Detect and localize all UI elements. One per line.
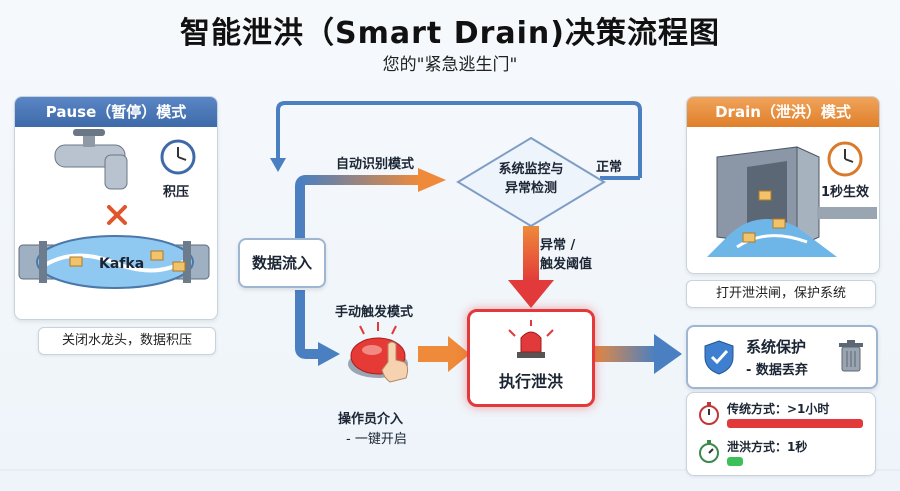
stopwatch-icon [699, 402, 719, 425]
manual-mode-label: 手动触发模式 [335, 305, 414, 320]
anomaly-label: 异常 / 触发阈值 [540, 238, 593, 272]
drain-mode-panel: Drain（泄洪）模式 1秒生效 [686, 96, 880, 274]
one-key-label: - 一键开启 [346, 432, 407, 447]
floodgate-illustration [707, 141, 877, 257]
diagram-title: 智能泄洪（Smart Drain)决策流程图 [180, 16, 720, 51]
anomaly-arrowhead [508, 280, 554, 308]
clock-icon [827, 141, 863, 177]
execute-drain-label: 执行泄洪 [498, 372, 563, 391]
clock-icon [160, 139, 196, 175]
drain-mode-header: Drain（泄洪）模式 [687, 97, 879, 127]
faucet-pipe-illustration [18, 129, 210, 289]
manual-execute-arrowhead [448, 336, 470, 372]
auto-mode-label: 自动识别模式 [336, 157, 415, 172]
floodgate-icon [707, 146, 877, 257]
compare-box: 传统方式：>1小时 泄洪方式：1秒 [686, 392, 876, 476]
manual-arrowhead [318, 342, 340, 366]
red-button-icon [348, 322, 409, 383]
faucet-icon [54, 129, 128, 190]
normal-label: 正常 [596, 160, 623, 175]
protect-line [590, 346, 656, 362]
protect-title: 系统保护 [746, 338, 807, 356]
drain-bar [727, 457, 743, 466]
protect-sub: - 数据丢弃 [746, 363, 808, 378]
trash-icon [839, 340, 863, 372]
traditional-bar [727, 419, 863, 428]
kafka-label: Kafka [99, 256, 145, 272]
protect-arrowhead [654, 334, 682, 374]
traditional-label: 传统方式：>1小时 [727, 402, 830, 416]
execute-drain-box: 执行泄洪 [467, 309, 595, 407]
pause-mode-header: Pause（暂停）模式 [15, 97, 217, 127]
pause-caption: 关闭水龙头，数据积压 [38, 327, 216, 355]
drain-speed-label: 泄洪方式：1秒 [727, 440, 808, 454]
backlog-label: 积压 [163, 185, 190, 200]
kafka-pipe-icon [18, 235, 210, 289]
diagram-subtitle: 您的"紧急逃生门" [382, 55, 518, 75]
shield-icon [704, 340, 734, 375]
one-second-label: 1秒生效 [821, 185, 870, 200]
system-protect-box: 系统保护 - 数据丢弃 [686, 325, 878, 389]
monitor-text: 系统监控与 异常检测 [498, 162, 564, 196]
operator-label: 操作员介入 [338, 412, 404, 427]
stop-x-icon [107, 205, 127, 225]
data-in-box: 数据流入 [238, 238, 326, 288]
manual-branch-line [295, 290, 320, 359]
normal-loop-arrowhead [270, 158, 286, 172]
stopwatch-icon [699, 440, 719, 463]
anomaly-line [523, 226, 539, 282]
pause-mode-panel: Pause（暂停）模式 积压 Kaf [14, 96, 218, 320]
manual-execute-line [418, 346, 450, 362]
alarm-siren-icon [508, 320, 554, 358]
normal-loop-arrow [276, 101, 642, 178]
auto-arrowhead [418, 168, 446, 192]
auto-branch-line [295, 175, 420, 238]
drain-caption: 打开泄洪闸，保护系统 [686, 280, 876, 308]
